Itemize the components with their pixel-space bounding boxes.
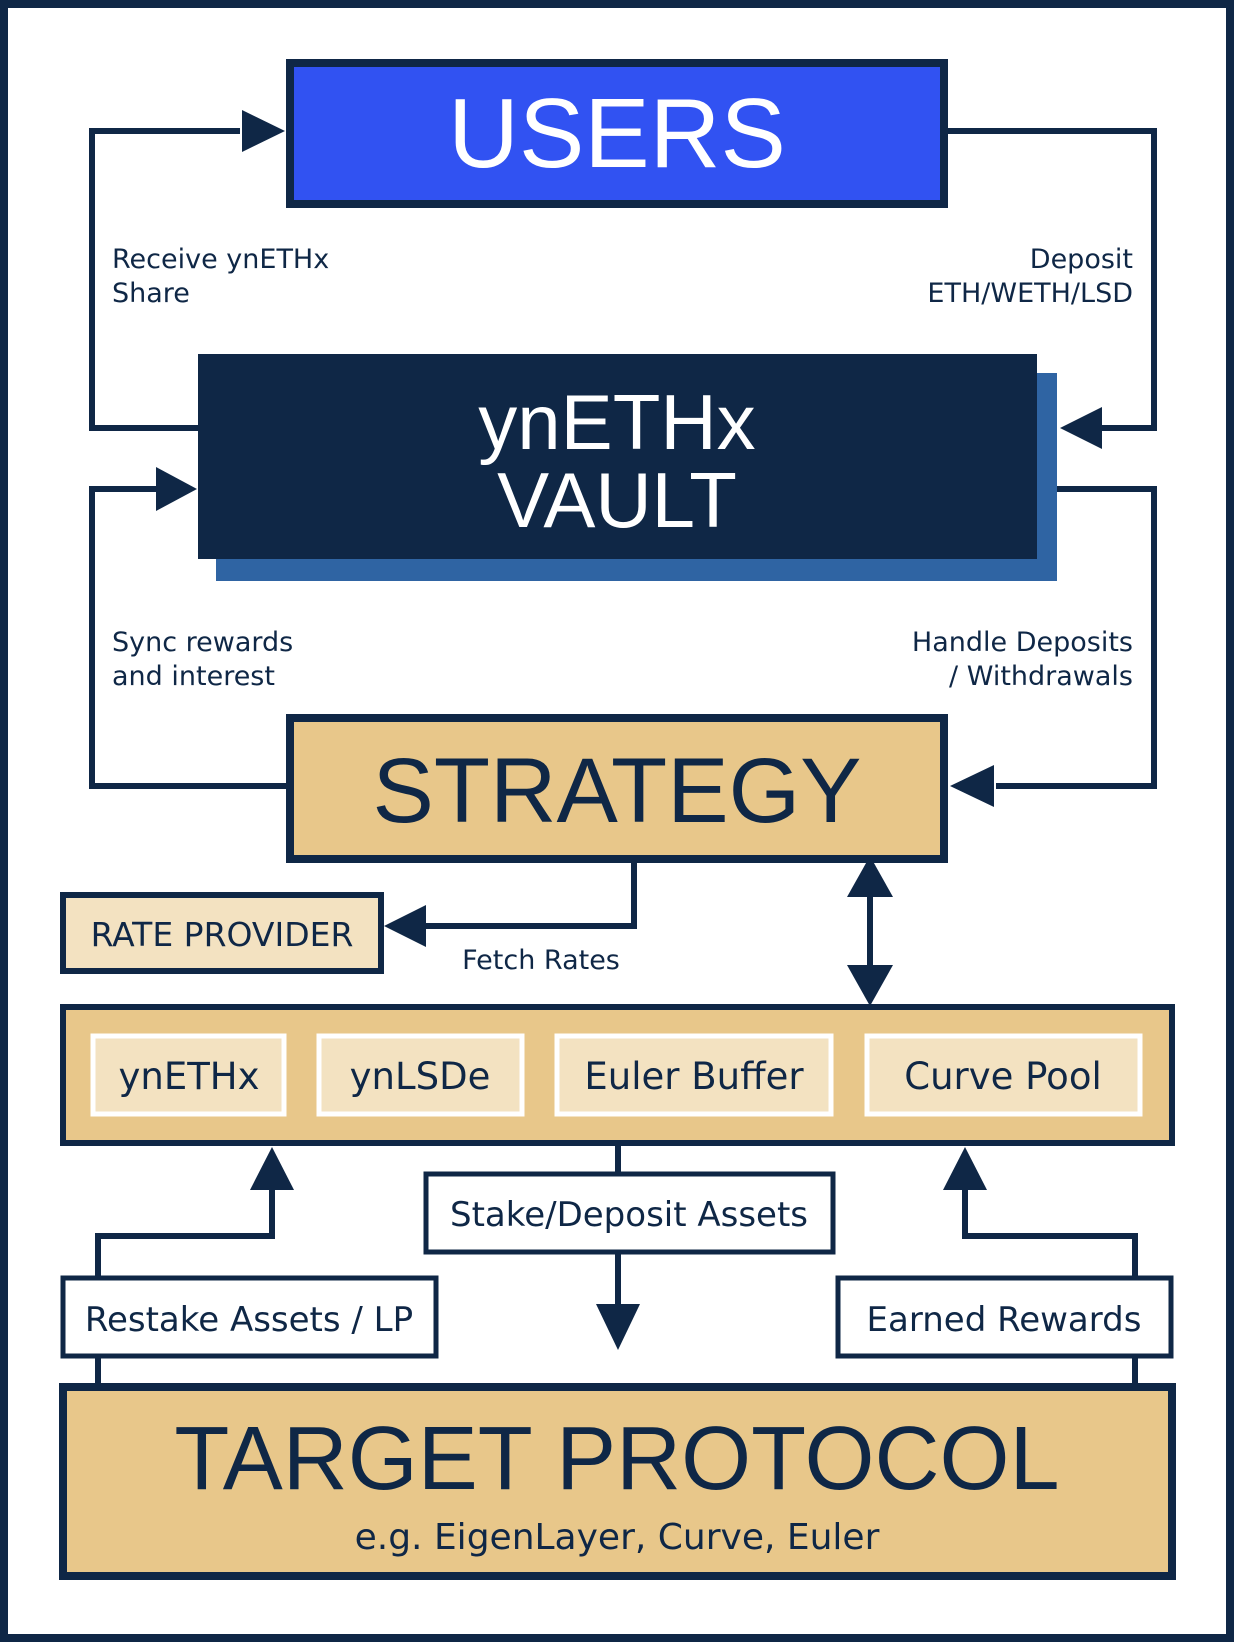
asset-chip-label: Curve Pool: [904, 1055, 1101, 1098]
restake-label: Restake Assets / LP: [85, 1300, 413, 1340]
sync-rewards-label-line1: Sync rewards: [112, 627, 293, 658]
stake-deposit-label-box: Stake/Deposit Assets: [423, 1171, 836, 1255]
strategy-label: STRATEGY: [372, 740, 861, 842]
handle-deposits-label-line2: / Withdrawals: [949, 661, 1133, 692]
rate-provider-node: RATE PROVIDER: [60, 892, 384, 974]
target-protocol-title: TARGET PROTOCOL: [174, 1409, 1059, 1509]
users-node: USERS: [286, 59, 948, 208]
earned-rewards-label-box: Earned Rewards: [835, 1275, 1174, 1359]
asset-chip-label: ynLSDe: [350, 1055, 491, 1098]
assets-node: ynETHx ynLSDe Euler Buffer Curve Pool: [60, 1004, 1175, 1146]
rate-provider-label: RATE PROVIDER: [91, 915, 354, 954]
arrow-head-icon: [384, 905, 426, 947]
vault-title-line2: VAULT: [497, 456, 737, 544]
arrow-head-icon: [950, 765, 994, 807]
deposit-label-line2: ETH/WETH/LSD: [927, 278, 1133, 309]
stake-deposit-label: Stake/Deposit Assets: [450, 1195, 808, 1235]
handle-connector: [996, 486, 1157, 789]
deposit-connector: [945, 128, 1157, 431]
earned-rewards-label: Earned Rewards: [867, 1300, 1142, 1340]
receive-connector: [89, 128, 240, 431]
arrow-head-icon: [943, 1147, 987, 1190]
arrow-head-icon: [250, 1147, 294, 1190]
sync-rewards-label-line2: and interest: [112, 661, 275, 692]
fetch-rates-label: Fetch Rates: [462, 945, 620, 976]
strategy-node: STRATEGY: [286, 714, 948, 863]
sync-connector: [89, 486, 289, 789]
arrow-head-icon: [242, 110, 285, 152]
arrow-head-icon: [156, 467, 197, 511]
target-protocol-node: TARGET PROTOCOL e.g. EigenLayer, Curve, …: [59, 1383, 1176, 1580]
vault-node: ynETHx VAULT: [198, 354, 1057, 581]
handle-deposits-label-line1: Handle Deposits: [912, 627, 1133, 658]
arrow-head-icon: [847, 965, 893, 1006]
asset-chip-label: ynETHx: [118, 1055, 259, 1098]
target-protocol-subtitle: e.g. EigenLayer, Curve, Euler: [355, 1517, 880, 1558]
asset-chip-ynlsde: ynLSDe: [316, 1033, 525, 1117]
asset-chip-curve-pool: Curve Pool: [864, 1033, 1143, 1117]
vault-title-line1: ynETHx: [478, 378, 755, 466]
asset-chip-euler-buffer: Euler Buffer: [554, 1033, 834, 1117]
arrow-head-icon: [596, 1304, 640, 1350]
deposit-label-line1: Deposit: [1030, 244, 1133, 275]
fetch-rates-connector: [425, 861, 637, 929]
asset-chip-ynethx: ynETHx: [90, 1033, 287, 1117]
restake-label-box: Restake Assets / LP: [60, 1275, 439, 1359]
receive-share-label-line1: Receive ynETHx: [112, 244, 329, 275]
arrow-head-icon: [847, 856, 893, 897]
arrowheads: [156, 110, 1102, 1350]
users-label: USERS: [448, 78, 786, 188]
asset-chip-label: Euler Buffer: [584, 1055, 804, 1098]
receive-share-label-line2: Share: [112, 278, 190, 309]
arrow-head-icon: [1060, 407, 1102, 449]
